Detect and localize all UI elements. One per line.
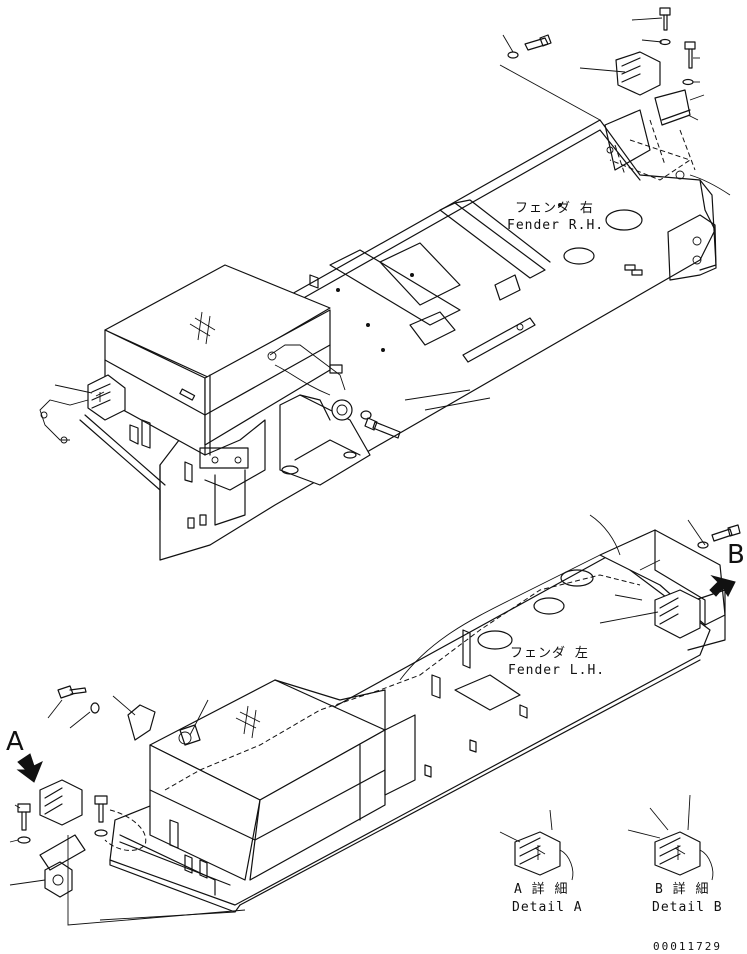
detail-b-figure	[627, 794, 714, 881]
fender-lh-label-jp: フェンダ 左	[510, 646, 589, 661]
fender-rh-assembly	[39, 7, 731, 561]
fender-lh-assembly	[9, 514, 741, 926]
fender-lh-label-en: Fender L.H.	[508, 663, 606, 678]
fender-rh-label-jp: フェンダ 右	[515, 201, 594, 216]
marker-b: B	[727, 540, 745, 570]
detail-a-figure	[499, 809, 574, 881]
drawing-number: 00011729	[653, 940, 722, 953]
detail-a-label-jp: A 詳 細	[514, 882, 569, 897]
marker-a: A	[6, 727, 24, 757]
fender-rh-label-en: Fender R.H.	[507, 218, 605, 233]
detail-a-label-en: Detail A	[512, 900, 583, 915]
detail-b-label-jp: B 詳 細	[655, 882, 710, 897]
detail-b-label-en: Detail B	[652, 900, 723, 915]
